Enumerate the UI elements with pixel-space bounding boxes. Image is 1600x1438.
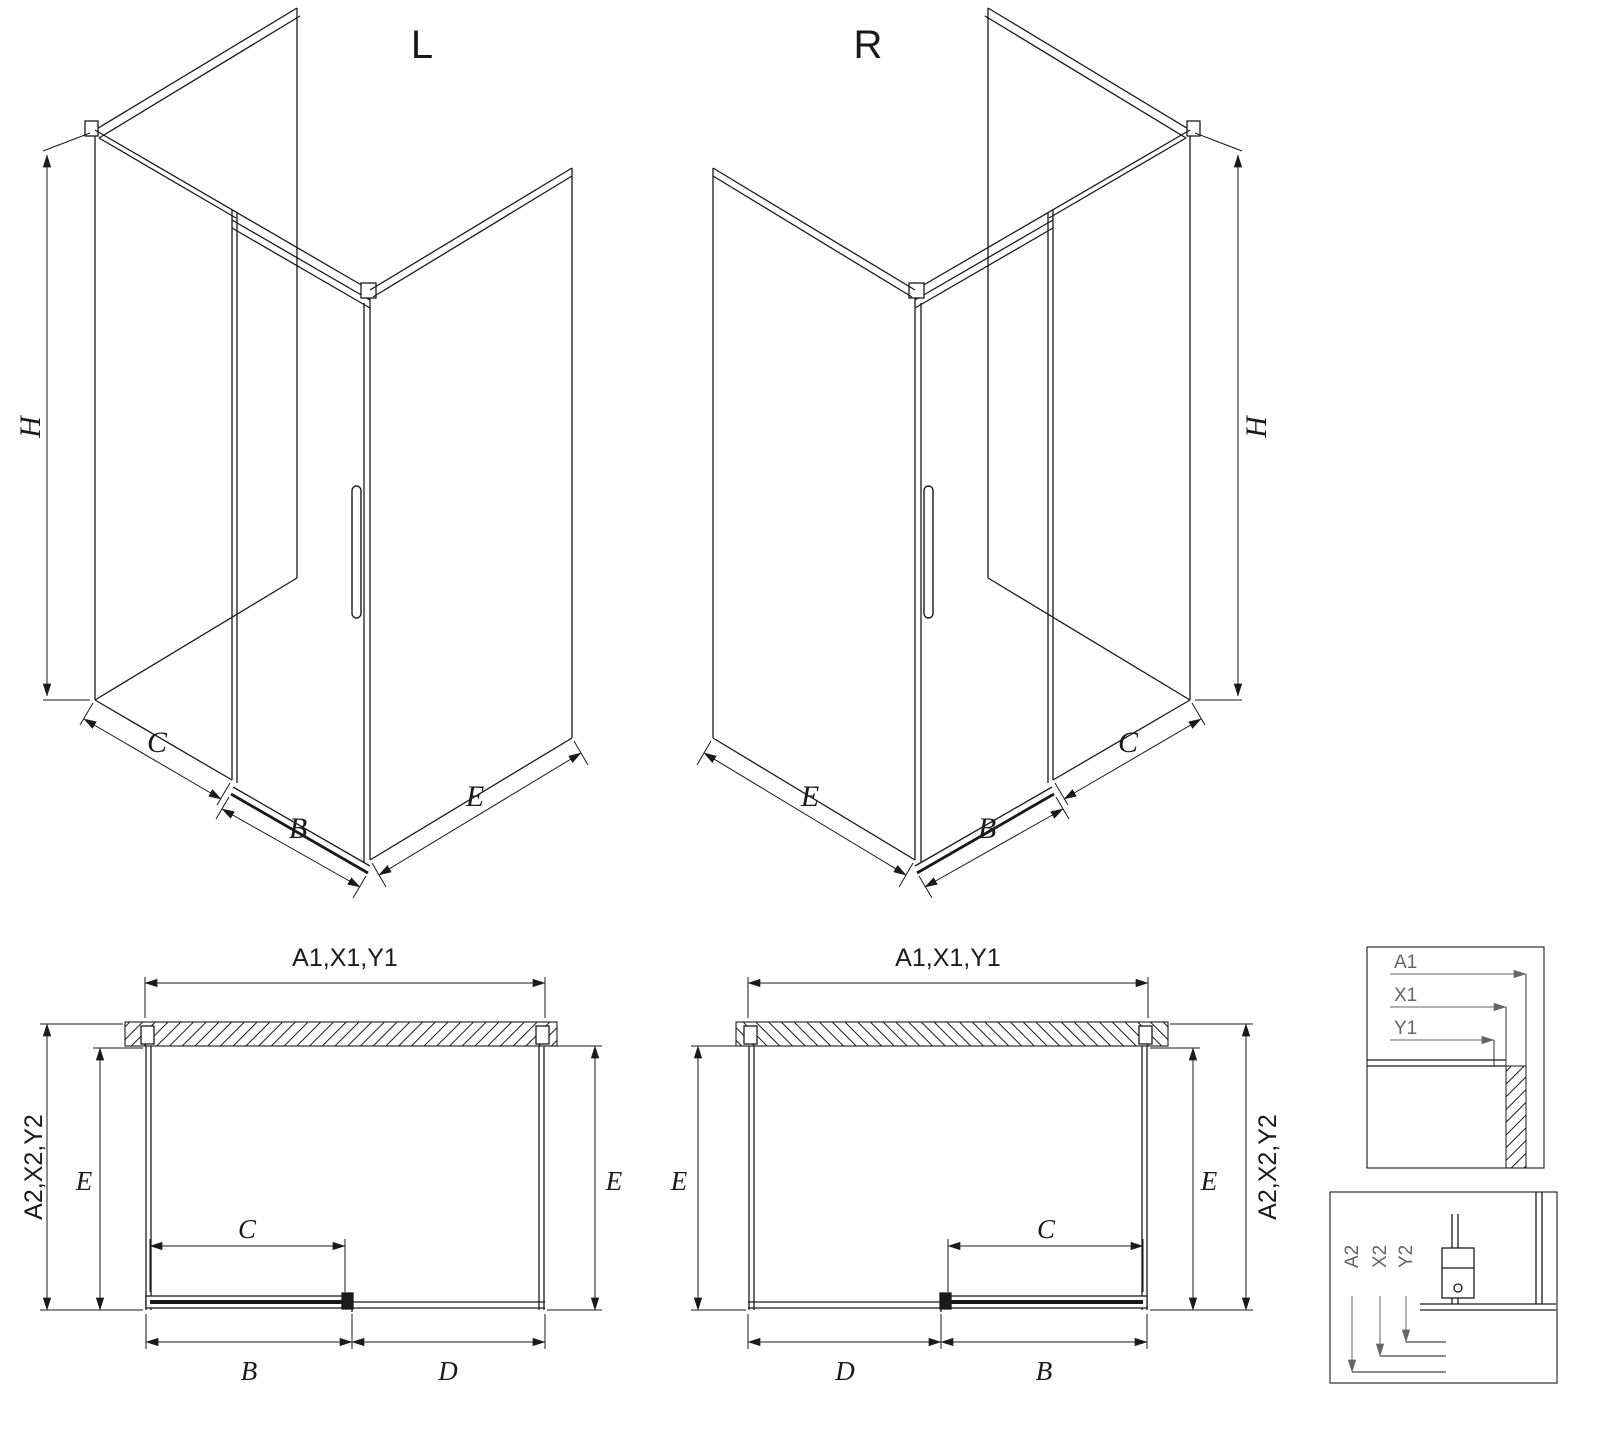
wall-profile bbox=[535, 1025, 550, 1045]
variant-label-left: L bbox=[411, 23, 433, 67]
detail-frame bbox=[1366, 946, 1545, 1169]
dim-label-h-left: H bbox=[14, 414, 47, 439]
iso-right-geometry bbox=[697, 8, 1242, 898]
plan-left-dim-right: E bbox=[605, 1166, 623, 1196]
plan-left-dim-left-inner: E bbox=[75, 1166, 93, 1196]
plan-right-dim-d: D bbox=[834, 1356, 855, 1386]
plan-right-dim-c: C bbox=[1037, 1214, 1056, 1244]
plan-right-dim-right-outer: A2,X2,Y2 bbox=[1254, 1114, 1282, 1220]
plan-right-dim-b: B bbox=[1036, 1356, 1053, 1386]
plan-left-dim-left-outer: A2,X2,Y2 bbox=[20, 1114, 48, 1220]
detail-top bbox=[1366, 946, 1545, 1169]
wall-profile bbox=[140, 1025, 155, 1045]
plan-left-geometry bbox=[40, 977, 602, 1349]
plan-left-dim-c: C bbox=[238, 1214, 257, 1244]
plan-left-dim-d: D bbox=[437, 1356, 458, 1386]
plan-right-dim-right-inner: E bbox=[1200, 1166, 1218, 1196]
door-guide bbox=[341, 1292, 354, 1310]
wall-bracket bbox=[84, 120, 99, 137]
labels: L H C B E R H C B E A1,X1,Y1 A2,X2,Y2 E … bbox=[14, 23, 1417, 1386]
detail-bottom-label-y2: Y2 bbox=[1396, 1245, 1417, 1268]
dim-label-b-left: B bbox=[289, 812, 307, 845]
corner-bracket bbox=[360, 282, 377, 299]
door-handle bbox=[351, 485, 362, 619]
roller-wheel bbox=[1453, 1283, 1463, 1293]
plan-left-dim-top: A1,X1,Y1 bbox=[292, 944, 398, 972]
detail-top-label-a1: A1 bbox=[1394, 952, 1417, 973]
wall-section bbox=[124, 1021, 558, 1047]
roller-carriage bbox=[1441, 1247, 1475, 1299]
detail-bottom bbox=[1329, 1191, 1558, 1384]
plan-left-dim-b: B bbox=[241, 1356, 258, 1386]
dim-label-c-left: C bbox=[147, 726, 168, 759]
dim-label-e-left: E bbox=[465, 780, 484, 813]
detail-bottom-label-x2: X2 bbox=[1370, 1245, 1391, 1268]
plan-right-geometry bbox=[691, 977, 1253, 1349]
dim-label-b-right: B bbox=[978, 812, 996, 845]
plan-right-dim-top: A1,X1,Y1 bbox=[895, 944, 1001, 972]
plan-right-dim-left: E bbox=[670, 1166, 688, 1196]
wall-section bbox=[1505, 1065, 1527, 1169]
variant-label-right: R bbox=[854, 23, 883, 67]
detail-top-label-y1: Y1 bbox=[1394, 1018, 1417, 1039]
detail-bottom-label-a2: A2 bbox=[1342, 1245, 1363, 1268]
iso-left-geometry bbox=[42, 7, 589, 899]
detail-frame bbox=[1329, 1191, 1558, 1384]
dim-label-c-right: C bbox=[1118, 726, 1139, 759]
dim-label-e-right: E bbox=[800, 780, 819, 813]
detail-top-label-x1: X1 bbox=[1394, 985, 1417, 1006]
dim-label-h-right: H bbox=[1240, 414, 1273, 439]
